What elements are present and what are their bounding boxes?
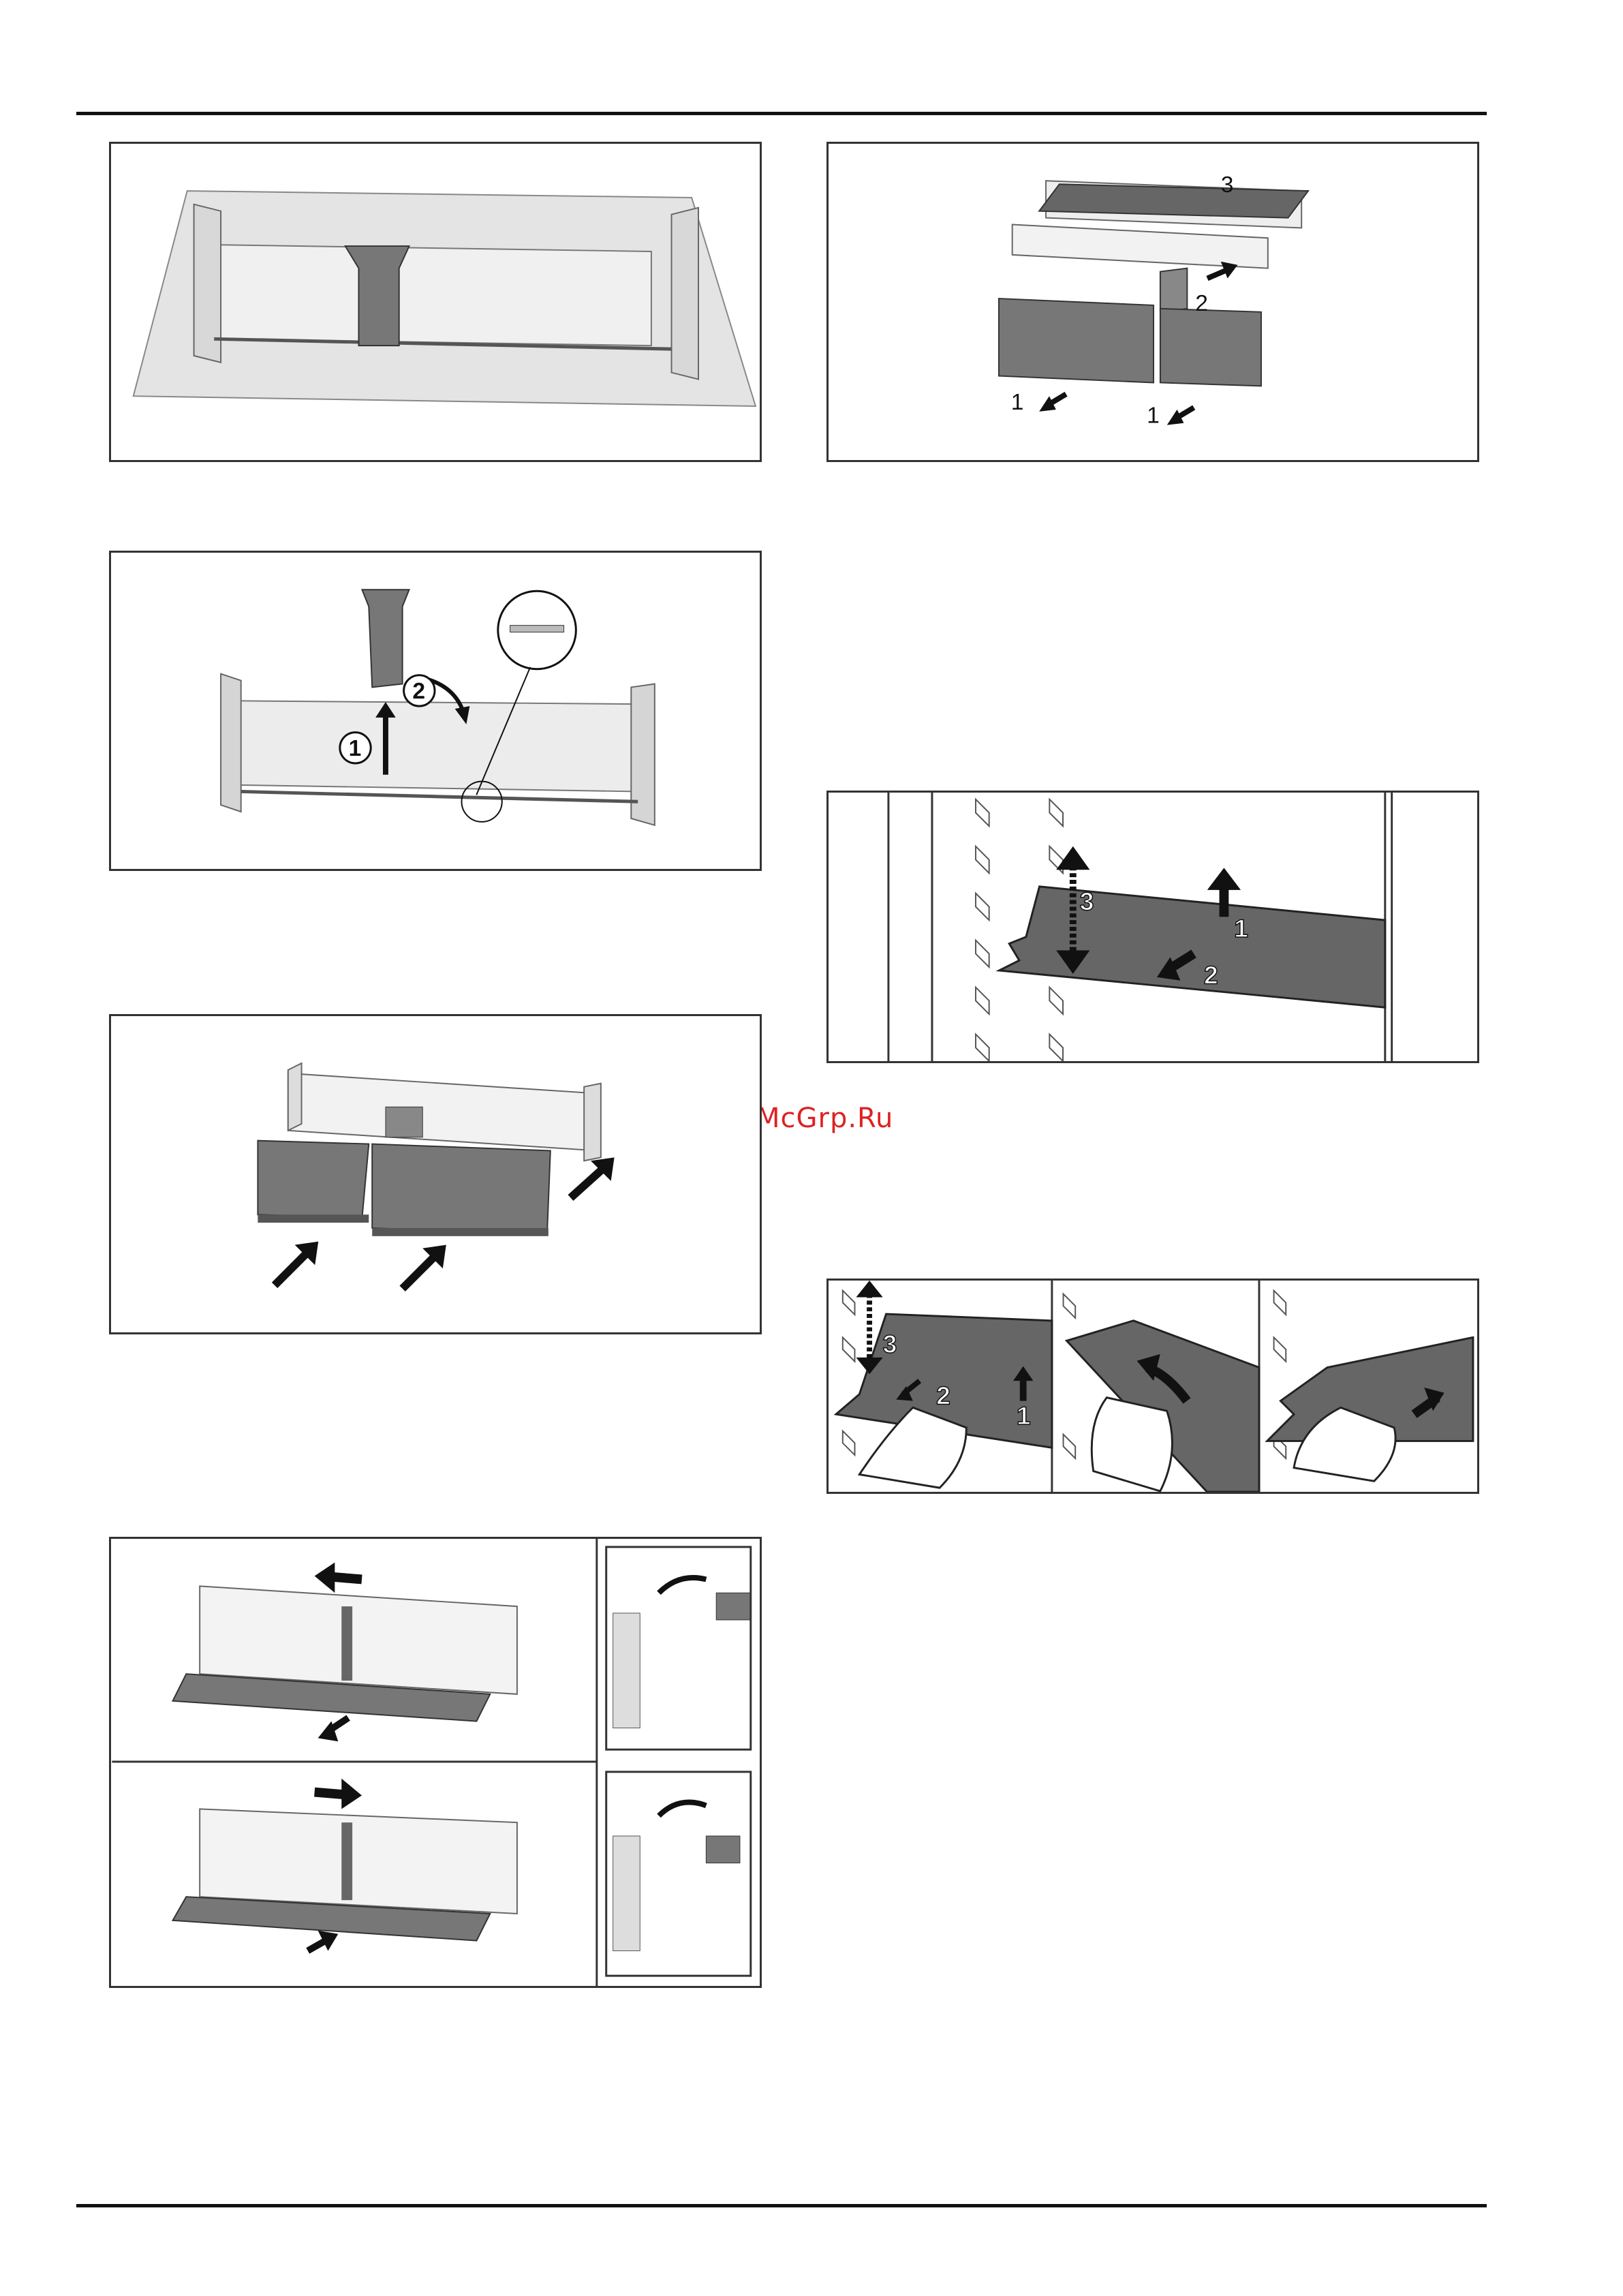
step-label: 2 [1204, 961, 1218, 990]
step-label: 2 [412, 679, 425, 704]
figure-drawer-removal: 3 2 1 1 [826, 142, 1479, 462]
shelf-divider-glass-illustration [111, 144, 760, 460]
top-rule [76, 112, 1487, 115]
figure-shelf-divider-glass [109, 142, 762, 462]
step-label: 2 [1195, 291, 1208, 316]
step-label: 1 [1011, 390, 1024, 415]
step-label: 3 [883, 1330, 897, 1358]
figure-glass-shelf-slide [109, 1537, 762, 1988]
drawer-insert-illustration [111, 1016, 760, 1332]
step-label: 2 [936, 1381, 950, 1409]
step-label: 1 [349, 736, 362, 761]
figure-drawer-insert [109, 1014, 762, 1334]
divider-removal-illustration: 1 2 [111, 553, 760, 869]
watermark: McGrp.Ru [756, 1103, 893, 1134]
step-label: 1 [1017, 1401, 1031, 1430]
step-label: 3 [1221, 172, 1234, 198]
step-label: 1 [1234, 914, 1248, 943]
shelf-hands-illustration: 3 2 1 [829, 1281, 1477, 1492]
step-label: 3 [1080, 887, 1094, 915]
glass-shelf-slide-illustration [111, 1539, 760, 1986]
figure-shelf-wall-rails: 3 1 2 [826, 791, 1479, 1063]
drawer-removal-illustration: 3 2 1 1 [829, 144, 1477, 460]
figure-divider-removal: 1 2 [109, 551, 762, 871]
step-label: 1 [1147, 403, 1160, 429]
bottom-rule [76, 2204, 1487, 2207]
shelf-wall-rails-illustration: 3 1 2 [829, 793, 1477, 1061]
figure-shelf-hands: 3 2 1 [826, 1279, 1479, 1494]
